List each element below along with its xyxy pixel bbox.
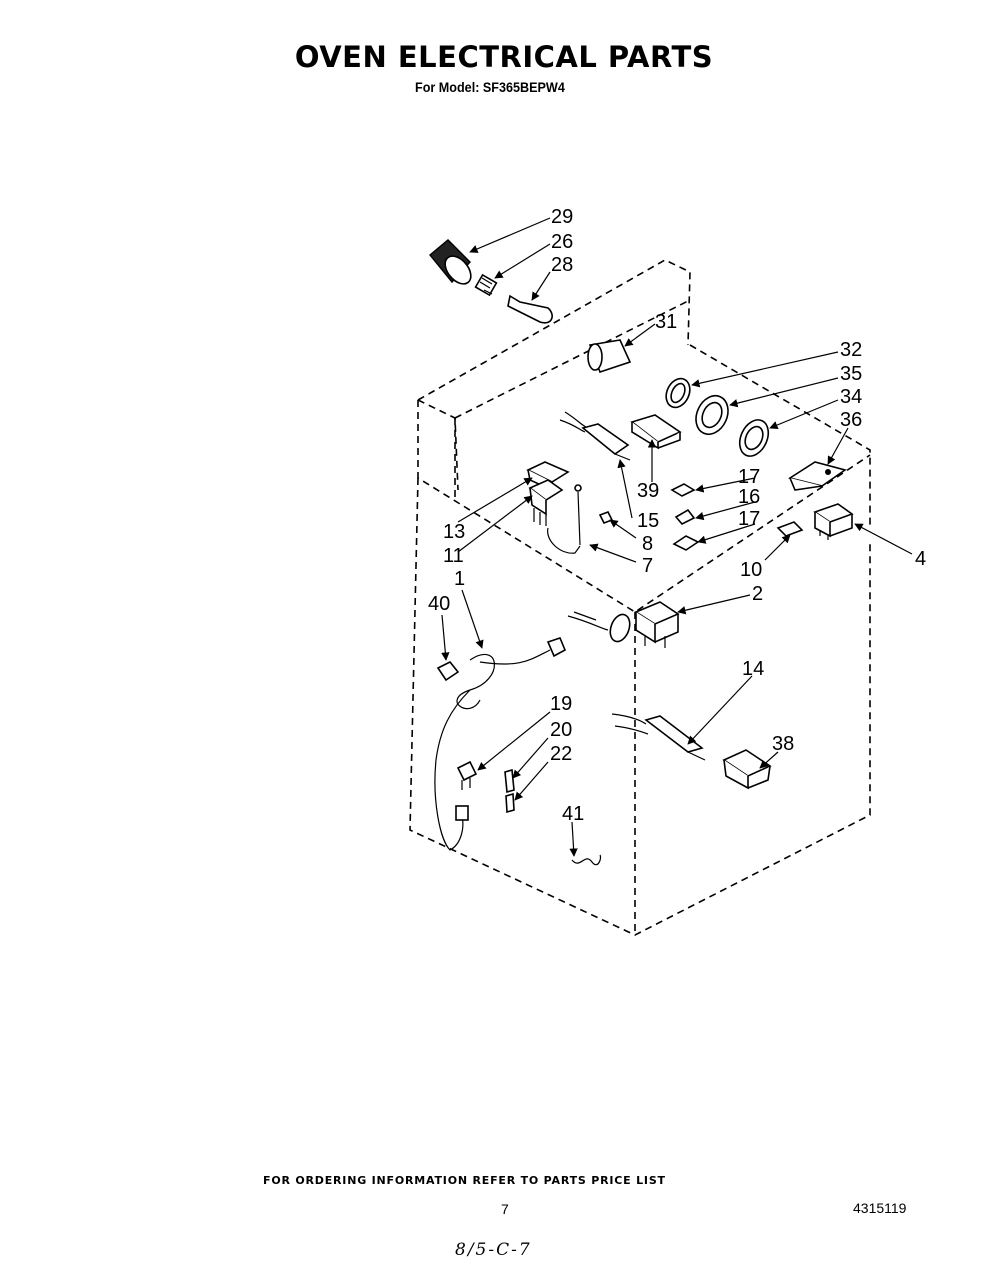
page-title: OVEN ELECTRICAL PARTS [0, 40, 1000, 74]
switch-4 [813, 503, 854, 540]
handwritten-note: 8/5-C-7 [455, 1240, 532, 1260]
bracket-36 [788, 461, 847, 491]
callout-29: 29 [551, 206, 573, 228]
clip-8 [598, 510, 614, 525]
callout-39: 39 [637, 480, 659, 502]
bezel-ring-34 [738, 419, 770, 457]
model-line: For Model: SF365BEPW4 [415, 79, 565, 95]
callout-26: 26 [551, 231, 573, 253]
callout-41: 41 [562, 803, 584, 825]
callout-13: 13 [443, 521, 465, 543]
terminal-20 [504, 768, 515, 794]
callout-32: 32 [840, 339, 862, 361]
callout-labels: 29 26 28 31 32 35 34 36 13 11 15 39 17 1… [428, 206, 926, 825]
oven-light-bulb-28 [507, 294, 553, 324]
knob-31 [587, 339, 632, 374]
connector-19 [456, 760, 478, 790]
callout-17-upper: 17 [738, 466, 760, 488]
callout-2: 2 [752, 583, 763, 605]
clip-16 [674, 508, 696, 525]
ordering-note: FOR ORDERING INFORMATION REFER TO PARTS … [263, 1174, 666, 1187]
callout-7: 7 [642, 555, 653, 577]
callout-36: 36 [840, 409, 862, 431]
bezel-ring-35 [695, 394, 729, 436]
leader-lines [441, 217, 913, 857]
switch-39 [630, 414, 682, 450]
callout-19: 19 [550, 693, 572, 715]
bracket-38 [722, 749, 772, 790]
callout-1: 1 [454, 568, 465, 590]
light-socket-housing-29 [429, 239, 472, 285]
callout-4: 4 [915, 548, 926, 570]
page-number: 7 [501, 1201, 509, 1217]
page-title-text: OVEN ELECTRICAL PARTS [294, 40, 714, 74]
callout-16: 16 [738, 486, 760, 508]
sensor-14 [611, 713, 706, 761]
terminal-10 [776, 521, 804, 537]
callout-35: 35 [840, 363, 862, 385]
wire-tie-41 [571, 854, 602, 866]
callout-14: 14 [742, 658, 764, 680]
callout-17-lower: 17 [738, 508, 760, 530]
terminal-22 [505, 792, 515, 814]
clamp-40 [436, 660, 460, 682]
callout-10: 10 [740, 559, 762, 581]
relay-11 [528, 479, 581, 554]
callout-38: 38 [772, 733, 794, 755]
sensor-15 [559, 411, 631, 461]
lamp-socket-26 [474, 273, 498, 297]
callout-22: 22 [550, 743, 572, 765]
cabinet-outline [409, 259, 871, 936]
callout-11: 11 [443, 545, 464, 567]
callout-34: 34 [840, 386, 862, 408]
gasket-17-upper [670, 483, 696, 497]
callout-20: 20 [550, 719, 572, 741]
callout-8: 8 [642, 533, 653, 555]
bezel-ring-32 [665, 377, 691, 409]
wire-7 [574, 484, 582, 546]
callout-15: 15 [637, 510, 659, 532]
power-cord-1 [434, 637, 567, 851]
callout-31: 31 [655, 311, 677, 333]
gasket-17-lower [672, 535, 700, 551]
document-number: 4315119 [853, 1200, 907, 1216]
callout-40: 40 [428, 593, 450, 615]
callout-28: 28 [551, 254, 573, 276]
thermostat-2 [567, 601, 680, 648]
